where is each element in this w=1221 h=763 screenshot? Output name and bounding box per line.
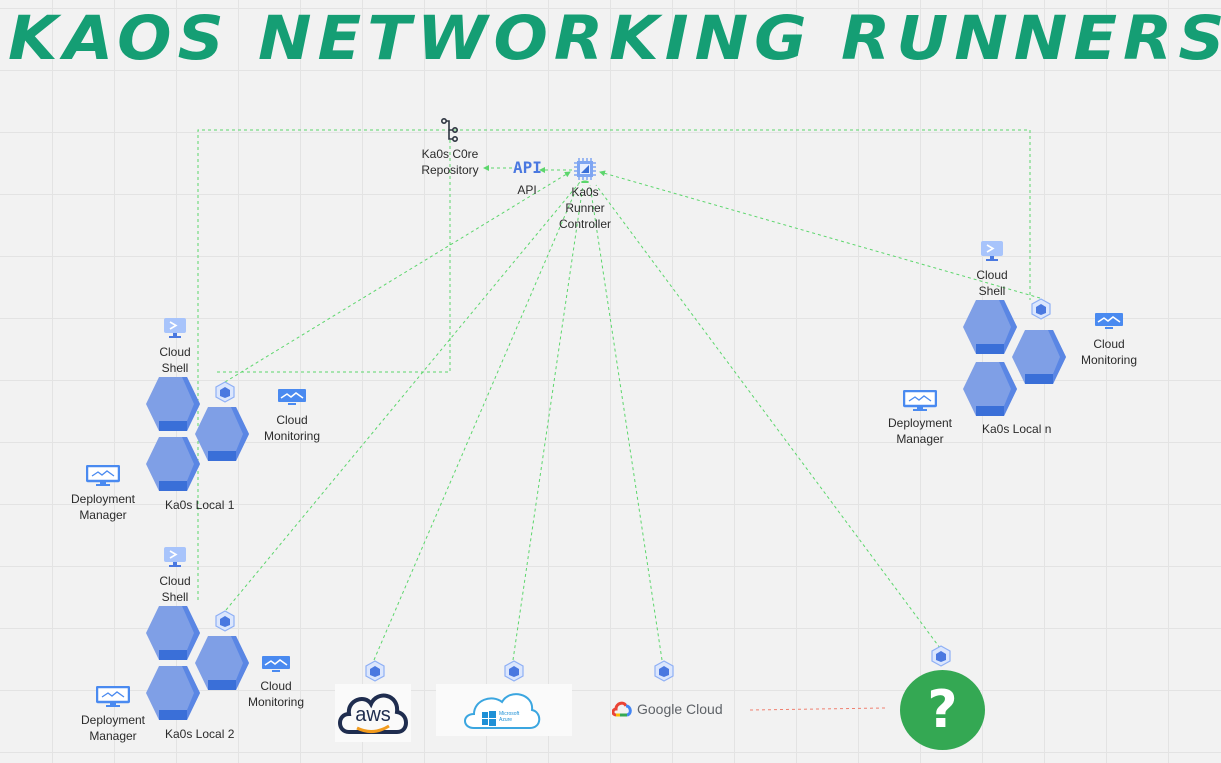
- cloud-outline-icon: [338, 693, 408, 734]
- azure-logo[interactable]: Microsoft Azure: [436, 684, 572, 736]
- kubernetes-node-icon[interactable]: [215, 610, 235, 632]
- deployment-manager-label: Deployment Manager: [70, 492, 136, 522]
- hexagon-node[interactable]: [146, 666, 200, 720]
- hexagon-node[interactable]: [195, 636, 249, 690]
- hexagon-node[interactable]: [146, 377, 200, 431]
- kubernetes-node-icon[interactable]: [931, 645, 951, 667]
- cloud-shell-label: Cloud Shell: [159, 345, 191, 375]
- hexagon-node[interactable]: [963, 362, 1017, 416]
- deployment-manager-icon[interactable]: [86, 465, 120, 487]
- processor-icon[interactable]: [573, 157, 597, 183]
- google-cloud-text: Google Cloud: [637, 701, 723, 717]
- google-cloud-icon: [612, 701, 632, 717]
- kubernetes-node-icon[interactable]: [1031, 298, 1051, 320]
- link-unknown: [595, 184, 941, 649]
- kubernetes-node-icon[interactable]: [504, 660, 524, 682]
- unknown-provider-icon[interactable]: ?: [900, 670, 985, 750]
- cluster-name: Ka0s Local n: [982, 422, 1052, 436]
- cloud-monitoring-label: Cloud Monitoring: [247, 679, 305, 709]
- hexagon-node[interactable]: [963, 300, 1017, 354]
- link-local1: [224, 171, 571, 383]
- link-aws: [373, 184, 579, 661]
- azure-cloud-icon: [464, 693, 541, 729]
- controller-label: Ka0s Runner Controller: [558, 185, 612, 231]
- link-azure: [512, 184, 584, 661]
- cloud-monitoring-label: Cloud Monitoring: [263, 413, 321, 443]
- cloud-shell-icon[interactable]: [164, 318, 186, 340]
- cloud-monitoring-icon[interactable]: [262, 656, 290, 674]
- git-branch-icon: [441, 118, 459, 142]
- cloud-shell-icon[interactable]: [981, 241, 1003, 263]
- cloud-shell-label: Cloud Shell: [976, 268, 1008, 298]
- deployment-manager-label: Deployment Manager: [887, 416, 953, 446]
- hexagon-node[interactable]: [195, 407, 249, 461]
- link-local2: [225, 181, 581, 611]
- azure-text: Microsoft Azure: [499, 711, 520, 723]
- link-gcloud-unknown: [749, 707, 886, 711]
- kubernetes-node-icon[interactable]: [365, 660, 385, 682]
- cloud-shell-label: Cloud Shell: [159, 574, 191, 604]
- deployment-manager-icon[interactable]: [903, 390, 937, 412]
- aws-text: aws: [355, 704, 391, 726]
- hexagon-node[interactable]: [146, 437, 200, 491]
- hexagon-node[interactable]: [146, 606, 200, 660]
- link-gcloud: [589, 184, 663, 661]
- cloud-shell-icon[interactable]: [164, 547, 186, 569]
- link-top-frame: [197, 129, 1031, 600]
- cloud-monitoring-icon[interactable]: [278, 389, 306, 407]
- repository-label: Ka0s C0re Repository: [421, 147, 479, 177]
- google-cloud-logo[interactable]: Google Cloud: [612, 701, 723, 717]
- kubernetes-node-icon[interactable]: [215, 381, 235, 403]
- hexagon-node[interactable]: [1012, 330, 1066, 384]
- cluster-name: Ka0s Local 1: [165, 498, 235, 512]
- deployment-manager-icon[interactable]: [96, 686, 130, 708]
- api-icon: API: [513, 158, 542, 177]
- cluster-name: Ka0s Local 2: [165, 727, 235, 741]
- api-label: API: [517, 183, 537, 197]
- diagram-title: KaOs networking runners: [8, 3, 1221, 75]
- aws-logo[interactable]: aws: [335, 684, 411, 742]
- cloud-monitoring-label: Cloud Monitoring: [1080, 337, 1138, 367]
- kubernetes-node-icon[interactable]: [654, 660, 674, 682]
- deployment-manager-label: Deployment Manager: [80, 713, 146, 743]
- link-localn: [599, 170, 1041, 299]
- cloud-monitoring-icon[interactable]: [1095, 313, 1123, 331]
